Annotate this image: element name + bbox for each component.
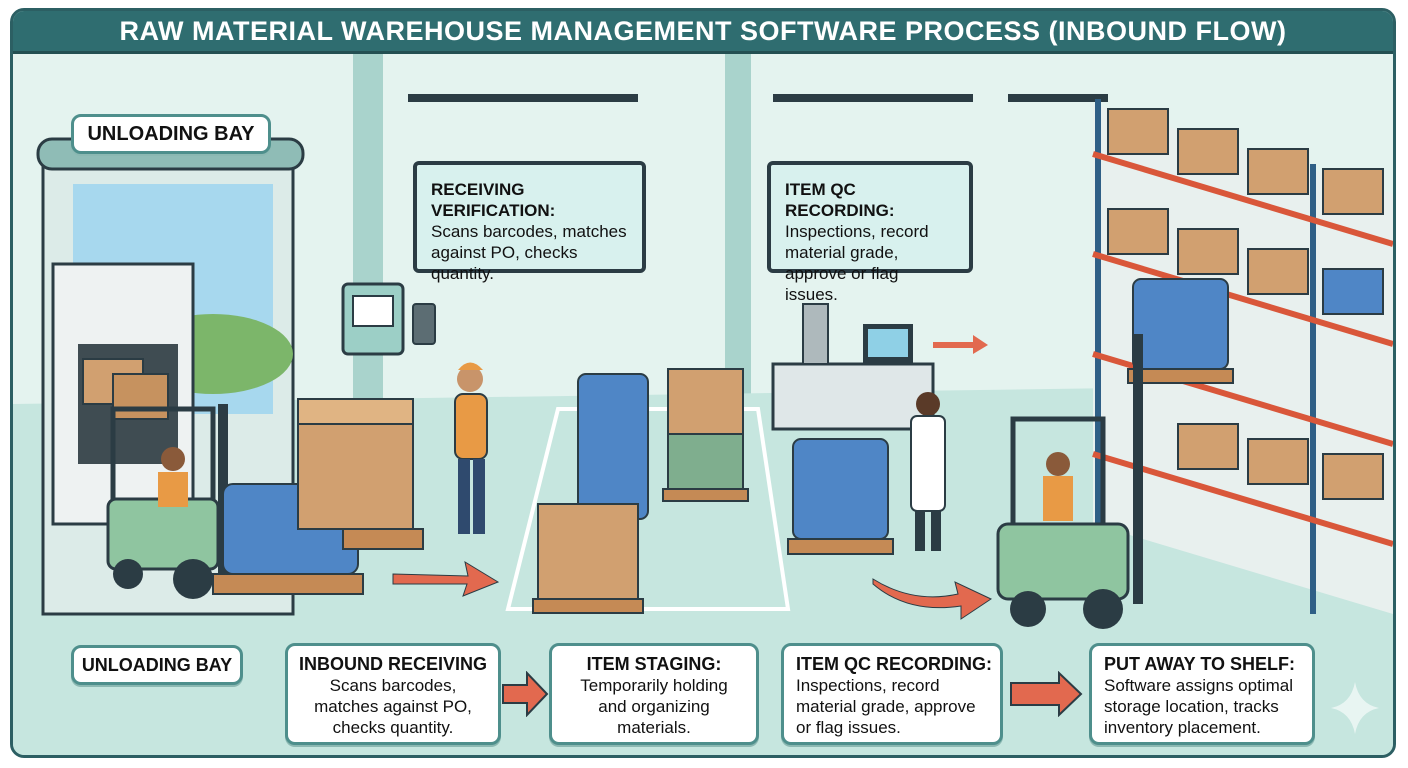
step-body: Temporarily holding and organizing mater… xyxy=(580,676,728,737)
barcode-scanner-kiosk xyxy=(341,282,436,356)
step-item-qc-recording: ITEM QC RECORDING: Inspections, record m… xyxy=(781,643,1003,745)
step-put-away-to-shelf: PUT AWAY TO SHELF: Software assigns opti… xyxy=(1089,643,1315,745)
sparkle-icon xyxy=(1331,682,1379,734)
screen-body: Inspections, record material grade, appr… xyxy=(785,222,929,304)
flow-arrow xyxy=(872,578,993,620)
infographic-frame: RAW MATERIAL WAREHOUSE MANAGEMENT SOFTWA… xyxy=(10,8,1396,758)
screen-heading: ITEM QC RECORDING: xyxy=(785,180,895,220)
step-heading: UNLOADING BAY xyxy=(81,655,233,675)
storage-racks xyxy=(1092,99,1393,614)
forklift-putaway xyxy=(996,278,1234,629)
screen-body: Scans barcodes, matches against PO, chec… xyxy=(431,222,627,283)
flow-arrow xyxy=(933,335,988,354)
step-body: Software assigns optimal storage locatio… xyxy=(1104,676,1293,737)
qc-station xyxy=(771,303,946,555)
screen-heading: RECEIVING VERIFICATION: xyxy=(431,180,556,220)
step-unloading-bay: UNLOADING BAY xyxy=(71,645,243,685)
receiving-verification-screen: RECEIVING VERIFICATION: Scans barcodes, … xyxy=(413,161,646,283)
page-title: RAW MATERIAL WAREHOUSE MANAGEMENT SOFTWA… xyxy=(13,11,1393,54)
step-body: Scans barcodes, matches against PO, chec… xyxy=(314,676,472,737)
step-inbound-receiving: INBOUND RECEIVING Scans barcodes, matche… xyxy=(285,643,501,745)
step-heading: ITEM QC RECORDING: xyxy=(796,654,992,674)
flow-arrow xyxy=(392,560,500,597)
flow-arrow-icon xyxy=(502,671,549,717)
qc-recording-screen: ITEM QC RECORDING: Inspections, record m… xyxy=(767,161,973,304)
step-body: Inspections, record material grade, appr… xyxy=(796,676,976,737)
receiving-worker xyxy=(454,362,488,534)
step-item-staging: ITEM STAGING: Temporarily holding and or… xyxy=(549,643,759,745)
step-heading: PUT AWAY TO SHELF: xyxy=(1104,654,1296,674)
step-heading: ITEM STAGING: xyxy=(586,654,722,674)
flow-arrow-icon xyxy=(1010,671,1083,717)
pillar xyxy=(725,54,751,404)
staging-area xyxy=(505,368,791,614)
step-heading: INBOUND RECEIVING xyxy=(298,654,487,674)
scene-label-unloading-bay: UNLOADING BAY xyxy=(71,114,271,154)
unloaded-materials xyxy=(212,398,424,595)
